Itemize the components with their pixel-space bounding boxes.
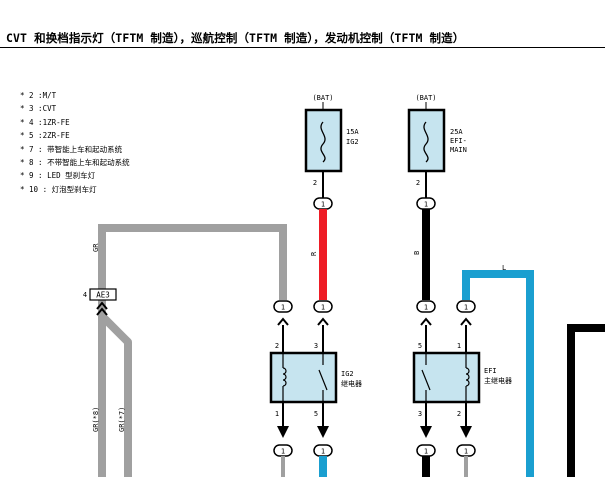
red-wire: [319, 209, 327, 300]
title-rule: [0, 47, 605, 48]
relay-pin: 2: [457, 410, 461, 418]
bottom-stub-black: [422, 456, 430, 477]
wire-label-gr: GR: [92, 243, 100, 252]
relay-efi-main: 5 1 EFI 主继电器 3 2: [412, 325, 512, 438]
connector-pin: 1: [321, 448, 325, 456]
note-item: * 8 : 不带智能上车和起动系统: [20, 158, 130, 168]
connector-pin: 1: [464, 448, 468, 456]
fuse-name: EFI-: [450, 137, 467, 145]
relay-name: IG2: [341, 370, 354, 378]
connector-pin: 1: [464, 304, 468, 312]
ae3-connector: AE3 4: [83, 288, 117, 316]
fuse-source-label: (BAT): [415, 94, 436, 102]
diagram-title: CVT 和换档指示灯（TFTM 制造），巡航控制（TFTM 制造），发动机控制（…: [6, 31, 465, 45]
relay-name-2: 继电器: [341, 379, 362, 388]
note-item: * 9 : LED 型刹车灯: [20, 171, 96, 181]
relay-pin: 5: [418, 342, 422, 350]
wire-label-l: L: [502, 264, 506, 272]
bottom-stub-gray-2: [464, 456, 468, 477]
connector-pin: 1: [281, 304, 285, 312]
bottom-connector-row: 1 1 1 1: [273, 444, 476, 457]
note-item: * 5 :2ZR-FE: [20, 131, 70, 141]
connector-pin: 1: [424, 201, 428, 209]
fuse-efi-main: (BAT) 25A EFI- MAIN 2 1: [407, 94, 467, 210]
relay-name-2: 主继电器: [484, 376, 512, 385]
relay-pin: 3: [418, 410, 422, 418]
relay-pin: 1: [275, 410, 279, 418]
connector-pin: 1: [281, 448, 285, 456]
fuse-rating: 15A: [346, 128, 359, 136]
fuse-rating: 25A: [450, 128, 463, 136]
relay-pin: 5: [314, 410, 318, 418]
relay-pin: 1: [457, 342, 461, 350]
relay-ig2: 2 3 IG2 继电器 1 5: [269, 325, 362, 438]
wire-label-gr7: GR(*7): [118, 407, 126, 432]
note-item: * 4 :1ZR-FE: [20, 117, 70, 127]
black-wire: [422, 209, 430, 300]
relay-name: EFI: [484, 367, 497, 375]
wire-label-r: R: [310, 251, 318, 256]
fuse-ig2: (BAT) 15A IG2 2 1: [304, 94, 359, 210]
wire-label-b: B: [413, 251, 421, 255]
fuse-pin: 2: [416, 179, 420, 187]
chevron-row: [277, 317, 472, 326]
fuse-source-label: (BAT): [312, 94, 333, 102]
relay-pin: 2: [275, 342, 279, 350]
note-item: * 3 :CVT: [20, 104, 57, 114]
ae3-pin-label: 4: [83, 291, 87, 299]
fuse-pin: 2: [313, 179, 317, 187]
wire-label-gr8: GR(*8): [92, 407, 100, 432]
fuse-name: IG2: [346, 138, 359, 146]
connector-pin: 1: [424, 304, 428, 312]
connector-pin: 1: [424, 448, 428, 456]
connector-pin: 1: [321, 304, 325, 312]
connector-pin: 1: [321, 201, 325, 209]
note-item: * 2 :M/T: [20, 91, 57, 100]
notes-legend: * 2 :M/T * 3 :CVT * 4 :1ZR-FE * 5 :2ZR-F…: [20, 89, 130, 196]
bottom-stub-blue: [319, 456, 327, 477]
bottom-stub-gray: [281, 456, 285, 477]
note-item: * 10 : 灯泡型刹车灯: [20, 184, 97, 194]
gray-wire: [98, 224, 287, 477]
top-connector-row: 1 1 1 1: [273, 300, 476, 313]
note-item: * 7 : 带智能上车和起动系统: [20, 144, 123, 154]
right-black-wire: [567, 324, 605, 477]
relay-pin: 3: [314, 342, 318, 350]
fuse-name-2: MAIN: [450, 146, 467, 154]
ae3-label: AE3: [96, 291, 110, 300]
blue-wire: [462, 270, 534, 477]
